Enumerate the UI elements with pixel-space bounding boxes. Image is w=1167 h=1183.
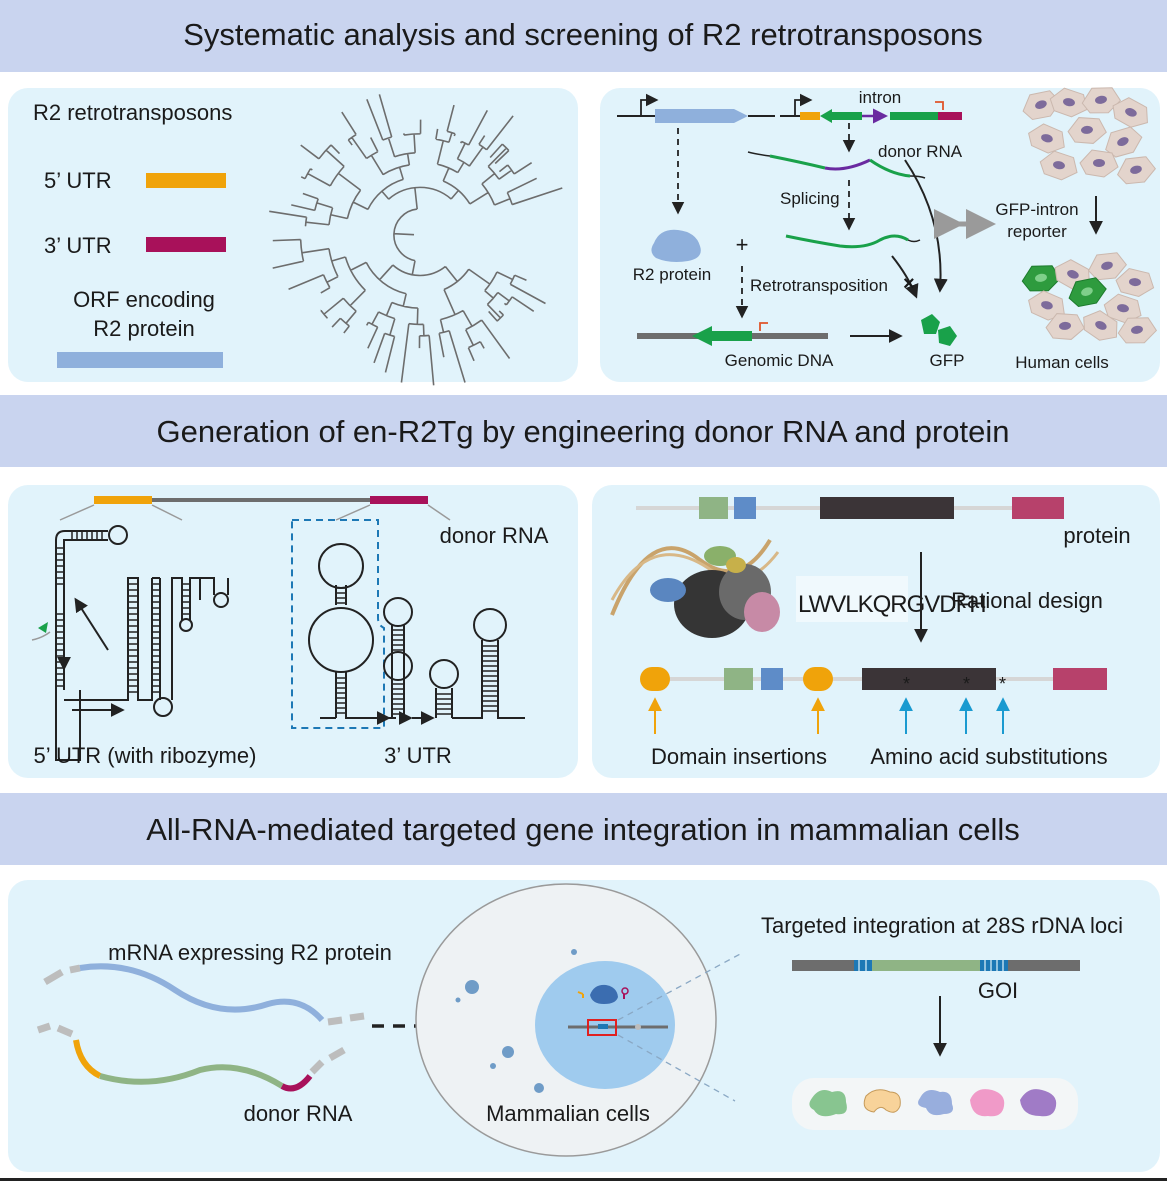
reporter-label-1: GFP-intron	[995, 200, 1078, 219]
goi-segment	[872, 960, 980, 971]
utr3-structure	[291, 519, 525, 729]
reporter-label-2: reporter	[1007, 222, 1067, 241]
goi-label: GOI	[978, 978, 1018, 1003]
utr5-caption: 5’ UTR (with ribozyme)	[34, 743, 257, 768]
gfp-label: GFP	[930, 351, 965, 370]
section-3-title: All-RNA-mediated targeted gene integrati…	[146, 812, 1020, 847]
human-cells-after	[1021, 252, 1158, 344]
mammalian-cells-label: Mammalian cells	[486, 1101, 650, 1126]
legend-3utr-label: 3’ UTR	[44, 233, 112, 258]
domain-green	[699, 497, 728, 519]
target-site-left	[854, 960, 872, 971]
phylogenetic-tree	[269, 94, 563, 386]
mrna-label: mRNA expressing R2 protein	[108, 940, 392, 965]
donor-rna-b-label: donor RNA	[440, 523, 549, 548]
product-blue	[918, 1090, 953, 1116]
aa-substitutions-label: Amino acid substitutions	[870, 744, 1107, 769]
mrna-strand	[79, 963, 325, 1023]
integration-title: Targeted integration at 28S rDNA loci	[761, 913, 1123, 938]
legend-5utr-bar	[146, 173, 226, 188]
legend-5utr-label: 5’ UTR	[44, 168, 112, 193]
human-cells-label: Human cells	[1015, 353, 1109, 372]
product-purple	[1020, 1089, 1057, 1117]
inserted-domain-1	[640, 667, 670, 691]
r2-protein-label: R2 protein	[633, 265, 711, 284]
donor-rna-c-label: donor RNA	[244, 1101, 353, 1126]
substitution-star-1: *	[903, 674, 910, 694]
protein-structure-image	[610, 538, 780, 638]
domain-insertions-label: Domain insertions	[651, 744, 827, 769]
gfp-part-1	[820, 109, 862, 123]
gfp-blob-1	[921, 314, 940, 334]
legend-orf-label-1: ORF encoding	[73, 287, 215, 312]
rational-design-label: Rational design	[951, 588, 1103, 613]
domain-blue	[734, 497, 756, 519]
product-orange	[863, 1089, 901, 1113]
substitution-star-2: *	[963, 674, 970, 694]
product-pink	[970, 1089, 1005, 1117]
target-site-right	[980, 960, 1008, 971]
protein-label: protein	[1063, 523, 1130, 548]
donor-rna-label: donor RNA	[878, 142, 963, 161]
section-1-band	[0, 0, 1167, 72]
section-2-title: Generation of en-R2Tg by engineering don…	[156, 414, 1009, 449]
sequence-logo: LWVLKQRGVDFH	[796, 576, 987, 622]
red-x-2: ×	[903, 273, 915, 295]
splicing-label: Splicing	[780, 189, 840, 208]
human-cells-before	[1022, 87, 1156, 185]
domain-rt	[820, 497, 954, 519]
legend-orf-label-2: R2 protein	[93, 316, 195, 341]
r2-orf-arrow	[655, 109, 748, 123]
section-1-title: Systematic analysis and screening of R2 …	[183, 17, 983, 52]
red-x-1: ×	[934, 219, 946, 241]
utr5-structure	[31, 525, 229, 761]
legend-3utr-bar	[146, 237, 226, 252]
domain-en	[1012, 497, 1064, 519]
panel-a-left	[8, 88, 578, 382]
r2-protein-blob	[651, 229, 701, 262]
section-3-band	[0, 793, 1167, 865]
inserted-domain-2	[803, 667, 833, 691]
intron-label: intron	[859, 88, 902, 107]
target-locus-box	[587, 1019, 617, 1036]
product-green	[809, 1090, 847, 1117]
retrotransposition-label: Retrotransposition	[750, 276, 888, 295]
svg-text:LWVLKQRGVDFH: LWVLKQRGVDFH	[798, 591, 986, 618]
section-2-band	[0, 395, 1167, 467]
utr3-caption: 3’ UTR	[384, 743, 452, 768]
r2-retrotransposons-title: R2 retrotransposons	[33, 100, 232, 125]
tree-branches	[269, 94, 563, 386]
substitution-star-3: *	[999, 674, 1006, 694]
integrated-gfp	[692, 326, 752, 346]
genomic-dna-label: Genomic DNA	[725, 351, 834, 370]
gfp-blob-2	[938, 326, 957, 346]
legend-orf-bar	[57, 352, 223, 368]
plus-sign: +	[736, 232, 749, 257]
